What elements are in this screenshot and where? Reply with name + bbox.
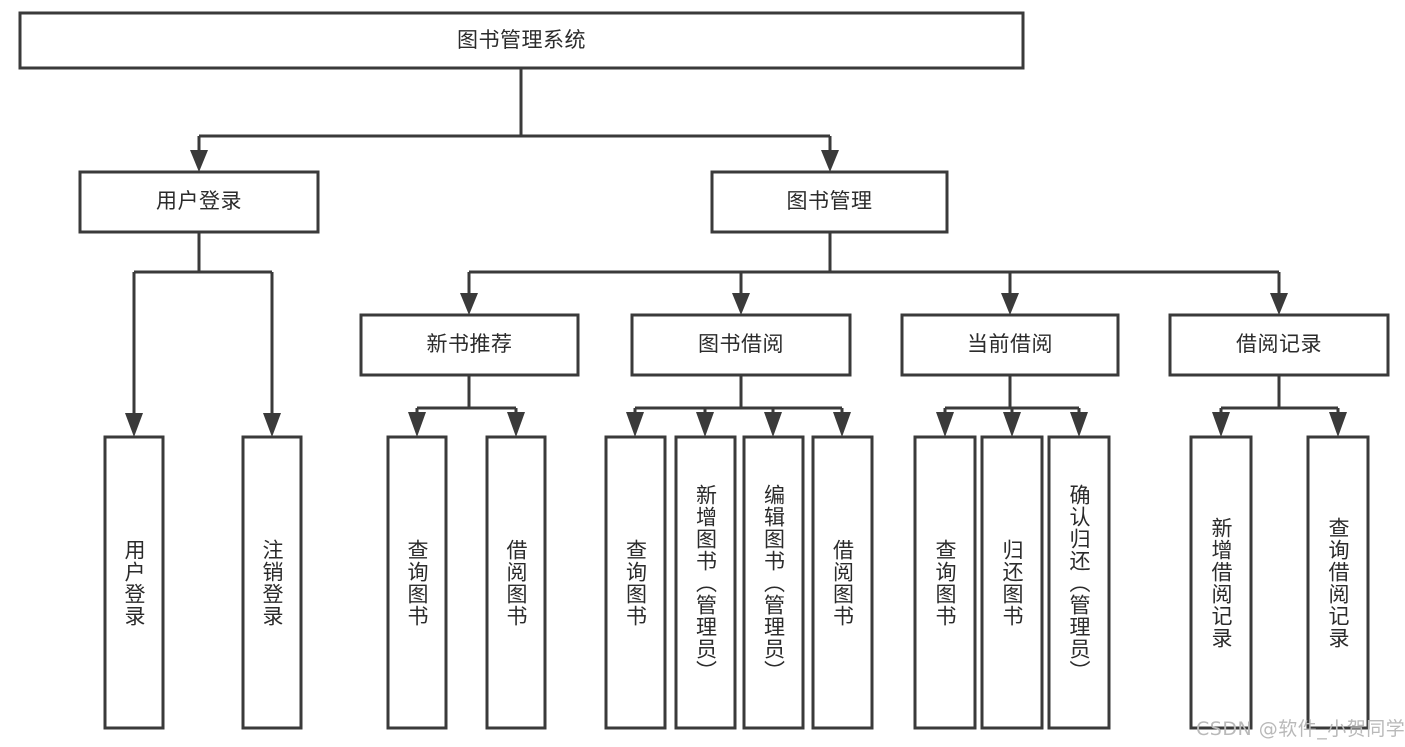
arrow-head-leaf-borrow-book-2 [833, 412, 851, 437]
arrow-head-leaf-logout [263, 413, 281, 437]
arrow-head-leaf-borrow-book-1 [507, 412, 525, 437]
arrow-head-leaf-add-book [696, 412, 714, 437]
leaf-node-box-10[interactable] [1047, 435, 1111, 730]
arrow-head-leaf-query-book-1 [408, 412, 426, 437]
arrow-head-current-borrow [1001, 293, 1019, 315]
arrow-head-borrow-record [1270, 293, 1288, 315]
level3-node-box-3[interactable] [1168, 313, 1390, 377]
arrow-head-leaf-query-book-2 [626, 412, 644, 437]
arrow-head-user-login [190, 150, 208, 172]
level3-node-box-2[interactable] [900, 313, 1120, 377]
arrow-head-new-book-rec [460, 293, 478, 315]
arrow-head-leaf-user-login [125, 413, 143, 437]
connector-lines-layer [125, 68, 1347, 437]
arrow-head-leaf-add-record [1212, 412, 1230, 437]
level3-node-box-1[interactable] [630, 313, 852, 377]
arrow-head-book-mgmt [821, 150, 839, 172]
arrow-head-leaf-return-book [1003, 412, 1021, 437]
leaf-node-box-4[interactable] [604, 435, 667, 730]
root-node-box-0[interactable] [18, 11, 1025, 70]
arrow-head-leaf-query-book-3 [936, 412, 954, 437]
leaf-node-box-7[interactable] [811, 435, 874, 730]
leaf-node-box-8[interactable] [913, 435, 977, 730]
leaf-node-box-1[interactable] [241, 435, 303, 730]
leaf-node-box-3[interactable] [485, 435, 547, 730]
level2-node-box-0[interactable] [78, 170, 320, 234]
level3-node-box-0[interactable] [359, 313, 580, 377]
arrow-head-leaf-edit-book [764, 412, 782, 437]
node-boxes-layer [18, 11, 1390, 730]
leaf-node-box-12[interactable] [1306, 435, 1370, 730]
leaf-node-box-5[interactable] [674, 435, 737, 730]
leaf-node-box-9[interactable] [980, 435, 1044, 730]
leaf-node-box-6[interactable] [742, 435, 805, 730]
arrow-head-leaf-confirm-return [1070, 412, 1088, 437]
leaf-node-box-0[interactable] [103, 435, 165, 730]
level2-node-box-1[interactable] [710, 170, 949, 234]
arrow-head-book-borrow [732, 293, 750, 315]
leaf-node-box-2[interactable] [386, 435, 448, 730]
arrow-head-leaf-query-record [1329, 412, 1347, 437]
leaf-node-box-11[interactable] [1189, 435, 1253, 730]
watermark-text: CSDN @软件_小贺同学 [1196, 718, 1405, 740]
